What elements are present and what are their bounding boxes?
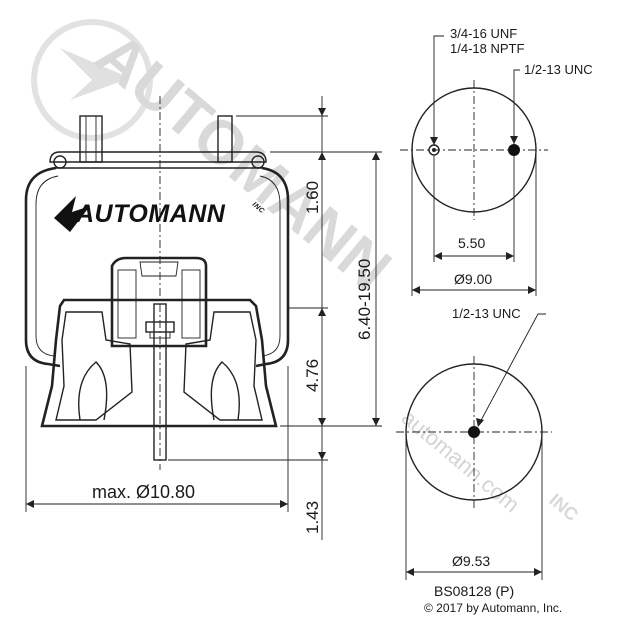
callout-stud-bottom: 1/2-13 UNC — [452, 306, 521, 321]
watermark-arrow-icon — [60, 48, 130, 100]
dim-top-height: 1.60 — [303, 181, 322, 214]
dim-total-height: 6.40-19.50 — [355, 259, 374, 340]
part-number: BS08128 (P) — [434, 583, 514, 599]
callout-fitting-line1: 3/4-16 UNF — [450, 26, 517, 41]
dim-stud-length: 1.43 — [303, 501, 322, 534]
side-view: AUTOMANN INC — [24, 96, 290, 470]
stud-hole-top — [508, 144, 520, 156]
dim-plate-diameter: Ø9.00 — [454, 271, 492, 287]
piston — [40, 298, 278, 428]
watermark: AUTOMANN INC automann.com — [31, 19, 582, 525]
copyright: © 2017 by Automann, Inc. — [424, 601, 562, 615]
piston-hatch-right — [183, 311, 263, 421]
dim-hole-spacing: 5.50 — [458, 235, 485, 251]
bead-plate — [49, 151, 267, 163]
dim-max-diameter: max. Ø10.80 — [92, 482, 195, 502]
callout-stud-top: 1/2-13 UNC — [524, 62, 593, 77]
dim-piston-diameter: Ø9.53 — [452, 553, 490, 569]
logo-arrow-icon — [54, 196, 90, 232]
bumper — [110, 256, 208, 348]
callout-fitting-line2: 1/4-18 NPTF — [450, 41, 524, 56]
bellows-outline — [24, 166, 290, 368]
logo-text: AUTOMANN — [75, 200, 226, 228]
side-view-dimensions: 1.60 4.76 1.43 6.40-19.50 max. Ø10.80 — [25, 96, 382, 540]
stud-hole-bottom — [468, 426, 480, 438]
watermark-ring — [31, 19, 153, 141]
piston-hatch-left — [55, 311, 133, 421]
dim-piston-height: 4.76 — [303, 359, 322, 392]
footer: BS08128 (P) © 2017 by Automann, Inc. — [424, 583, 562, 615]
automann-logo: AUTOMANN INC — [54, 196, 266, 232]
watermark-suffix: INC — [545, 490, 582, 525]
watermark-url: automann.com — [397, 405, 525, 518]
bottom-view: 1/2-13 UNC Ø9.53 — [396, 306, 552, 580]
top-view: 3/4-16 UNF 1/4-18 NPTF 1/2-13 UNC 5.50 Ø… — [400, 26, 593, 296]
